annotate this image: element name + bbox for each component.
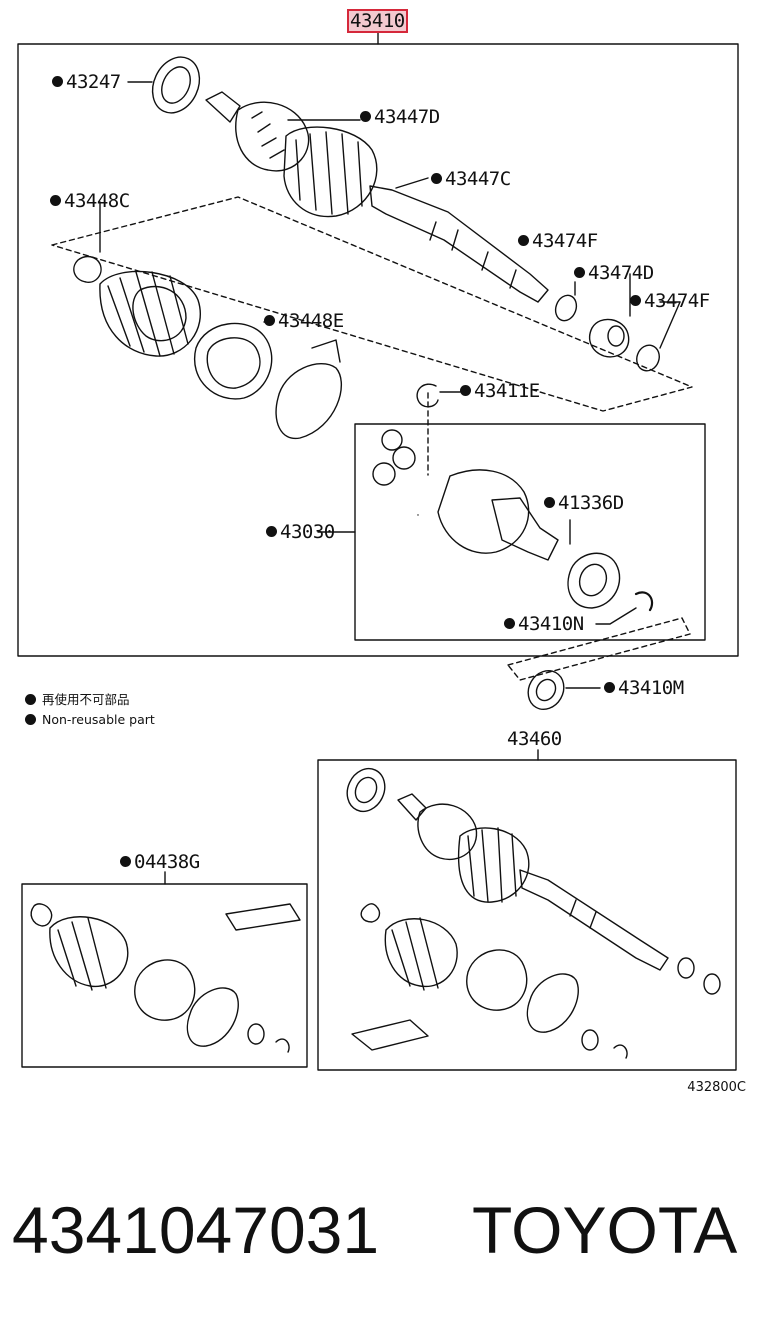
non-reusable-dot-icon — [52, 76, 63, 87]
label-43474d[interactable]: 43474D — [574, 262, 654, 284]
outer-joint-shape — [205, 91, 241, 123]
outer-seal-dashed-outline — [507, 617, 691, 681]
legend-dot-icon — [25, 714, 36, 725]
non-reusable-dot-icon — [518, 235, 529, 246]
non-reusable-dot-icon — [264, 315, 275, 326]
legend-japanese: 再使用不可部品 — [25, 692, 130, 708]
non-reusable-dot-icon — [604, 682, 615, 693]
label-43447c[interactable]: 43447C — [431, 168, 511, 190]
label-04438g[interactable]: 04438G — [120, 851, 200, 873]
non-reusable-dot-icon — [460, 385, 471, 396]
inner-joint-housing-shape — [437, 469, 530, 554]
non-reusable-dot-icon — [574, 267, 585, 278]
clamp-small-shape — [73, 255, 102, 283]
label-43030[interactable]: 43030 — [266, 521, 335, 543]
non-reusable-dot-icon — [504, 618, 515, 629]
main-assembly-frame — [17, 43, 739, 657]
label-43410m[interactable]: 43410M — [604, 677, 684, 699]
oil-seal-shape — [567, 552, 621, 609]
damper-shape — [588, 318, 630, 358]
legend-english: Non-reusable part — [25, 712, 155, 728]
circlip-shape — [416, 383, 439, 408]
part-number-caption: 4341047031 — [12, 1193, 380, 1267]
non-reusable-dot-icon — [630, 295, 641, 306]
inner-boot-shape — [99, 270, 201, 357]
label-41336d[interactable]: 41336D — [544, 492, 624, 514]
main-part-number-highlight[interactable]: 43410 — [347, 9, 408, 33]
label-43247[interactable]: 43247 — [52, 71, 121, 93]
non-reusable-dot-icon — [544, 497, 555, 508]
label-43474f-a[interactable]: 43474F — [518, 230, 598, 252]
assembly-seal-shape — [346, 767, 386, 813]
bearing-shape — [527, 670, 565, 710]
tripod-housing-shape — [193, 322, 273, 400]
brand-caption: TOYOTA — [472, 1193, 738, 1267]
label-43474f-b[interactable]: 43474F — [630, 290, 710, 312]
label-43410n[interactable]: 43410N — [504, 613, 584, 635]
label-43447d[interactable]: 43447D — [360, 106, 440, 128]
boot-kit-frame — [21, 883, 308, 1068]
non-reusable-dot-icon — [431, 173, 442, 184]
label-43411e[interactable]: 43411E — [460, 380, 540, 402]
non-reusable-dot-icon — [266, 526, 277, 537]
snap-ring-shape — [554, 294, 578, 322]
inner-joint-frame — [354, 423, 706, 641]
shaft-assembly-frame — [317, 759, 737, 1071]
tripod-roller-shape — [381, 429, 403, 451]
legend-dot-icon — [25, 694, 36, 705]
non-reusable-dot-icon — [360, 111, 371, 122]
label-43460[interactable]: 43460 — [507, 728, 562, 750]
label-43448e[interactable]: 43448E — [264, 310, 344, 332]
axle-shaft-shape — [369, 185, 549, 303]
boot-clamp-band-shape — [275, 363, 343, 440]
label-43448c[interactable]: 43448C — [50, 190, 130, 212]
boot-kit-dashed-outline — [51, 196, 693, 412]
non-reusable-dot-icon — [120, 856, 131, 867]
non-reusable-dot-icon — [50, 195, 61, 206]
dust-seal-shape — [151, 56, 201, 114]
diagram-reference-code: 432800C — [687, 1080, 746, 1095]
